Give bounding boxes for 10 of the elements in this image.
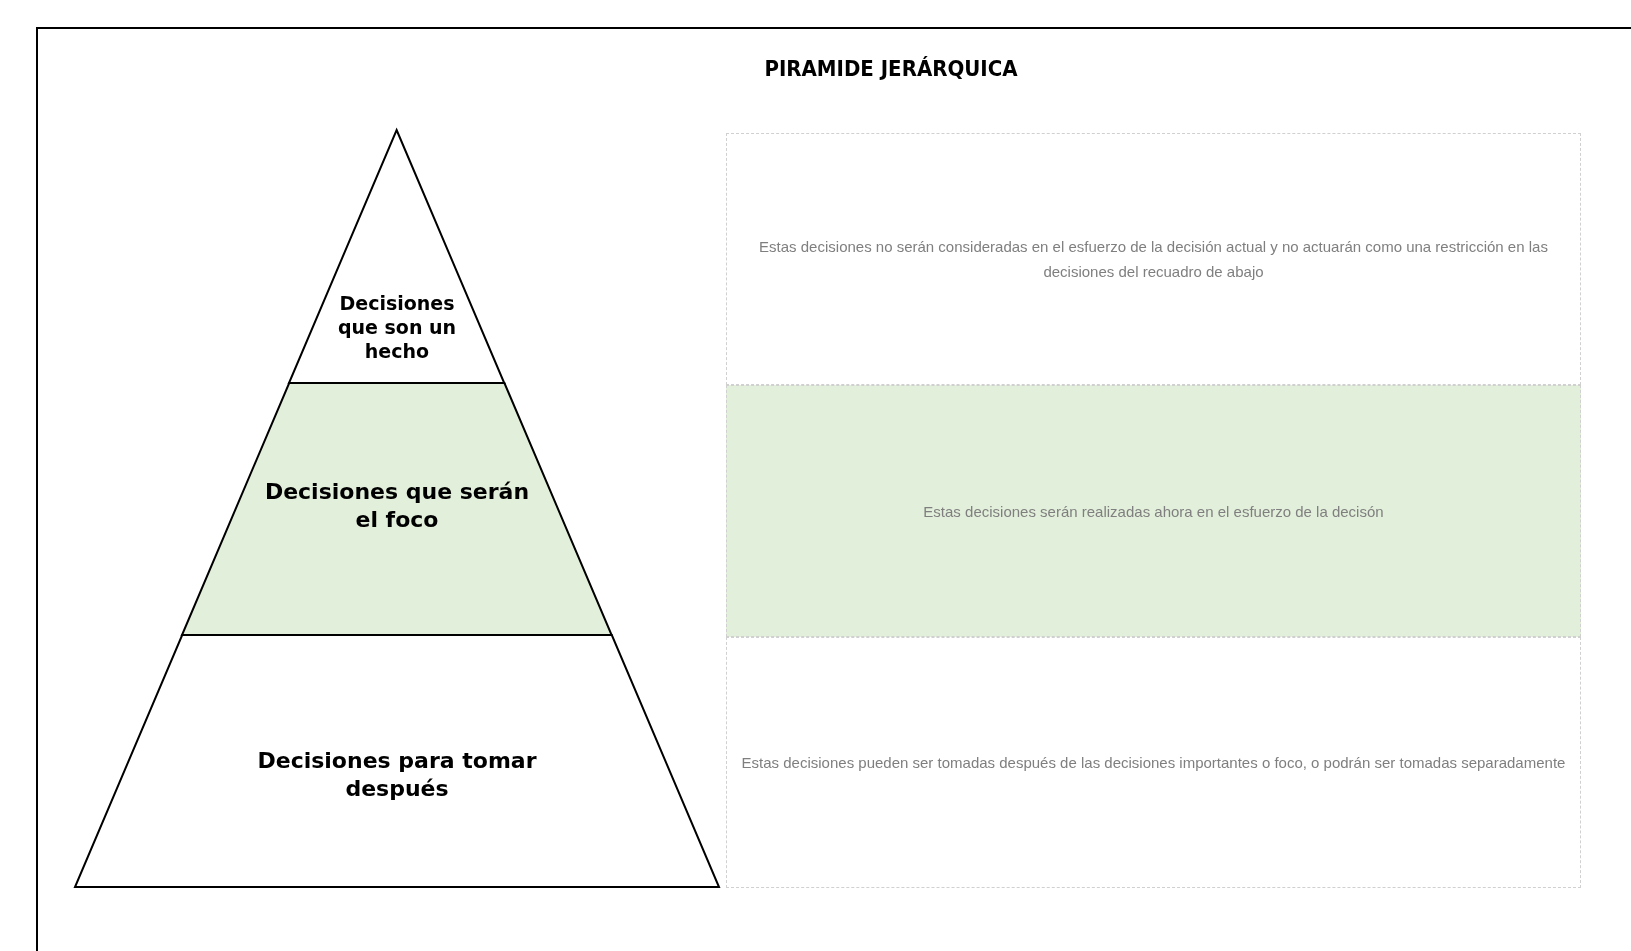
tier-label: Decisiones que serán el foco [263,478,531,533]
tier-label: Decisiones para tomar después [256,747,538,802]
description-panel [726,133,1581,385]
description-text: Estas decisiones pueden ser tomadas después de las decisiones importantes o foco, o podrán ser tomadas separadamente [741,753,1566,773]
description-panel [726,637,1581,888]
description-text: Estas decisiones no serán consideradas en el esfuerzo de la decisión actual y no actuarán como una restricción en las decisiones del recuadro de abajo [758,237,1549,282]
description-panel [726,385,1581,637]
description-text: Estas decisiones serán realizadas ahora en el esfuerzo de la decisón [923,501,1384,522]
tier-label: Decisiones que son un hecho [336,292,458,364]
diagram-title: PIRAMIDE JERÁRQUICA [764,56,1018,81]
